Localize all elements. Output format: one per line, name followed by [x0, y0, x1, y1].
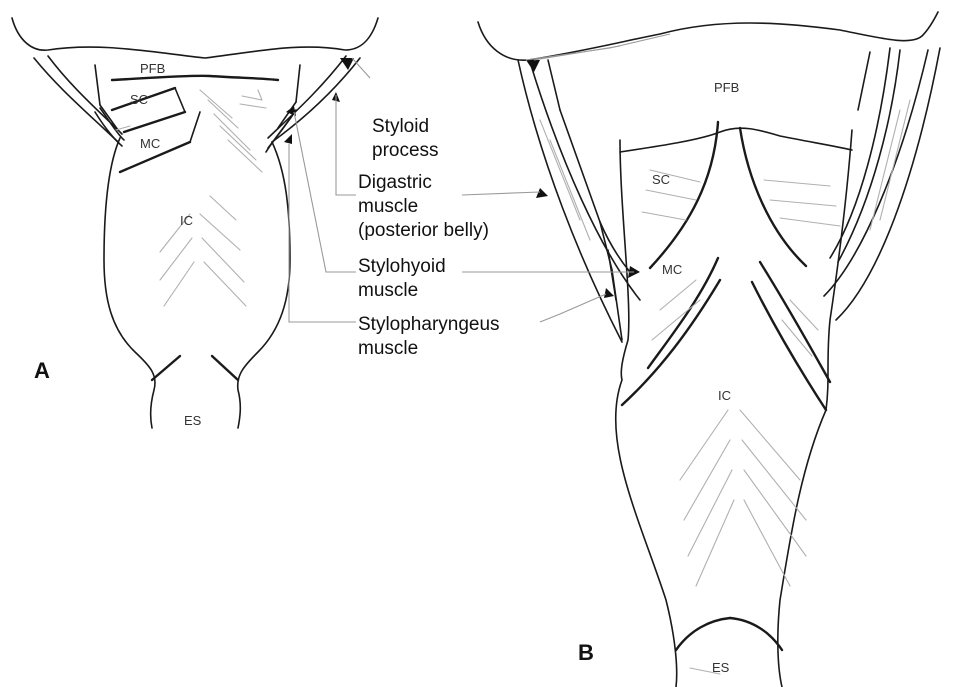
- panel-a-sc-label: SC: [130, 92, 148, 107]
- panel-b-ic-label: IC: [718, 388, 731, 403]
- callout-stylopharyngeus-line1: Stylopharyngeus: [358, 314, 500, 335]
- panel-a-ic-label: IC: [180, 213, 193, 228]
- panel-a-pfb-label: PFB: [140, 61, 165, 76]
- panel-a-es-label: ES: [184, 413, 202, 428]
- callout-stylopharyngeus-line2: muscle: [358, 338, 418, 359]
- callout-digastric-line1: Digastric: [358, 172, 432, 193]
- panel-a-drawing: [12, 18, 378, 428]
- panel-b-sc-label: SC: [652, 172, 670, 187]
- panel-b-mc-label: MC: [662, 262, 682, 277]
- panel-a-mc-label: MC: [140, 136, 160, 151]
- panel-b-letter: B: [578, 640, 594, 665]
- panel-b-es-label: ES: [712, 660, 730, 675]
- callout-digastric-line2: muscle: [358, 196, 418, 217]
- callout-digastric-line3: (posterior belly): [358, 220, 489, 241]
- panel-b-drawing: [478, 12, 940, 687]
- callout-styloid-line2: process: [372, 140, 439, 161]
- callout-styloid-line1: Styloid: [372, 116, 429, 137]
- callout-stylohyoid-line2: muscle: [358, 280, 418, 301]
- panel-b-pfb-label: PFB: [714, 80, 739, 95]
- callout-stylohyoid-line1: Stylohyoid: [358, 256, 446, 277]
- panel-a-letter: A: [34, 358, 50, 383]
